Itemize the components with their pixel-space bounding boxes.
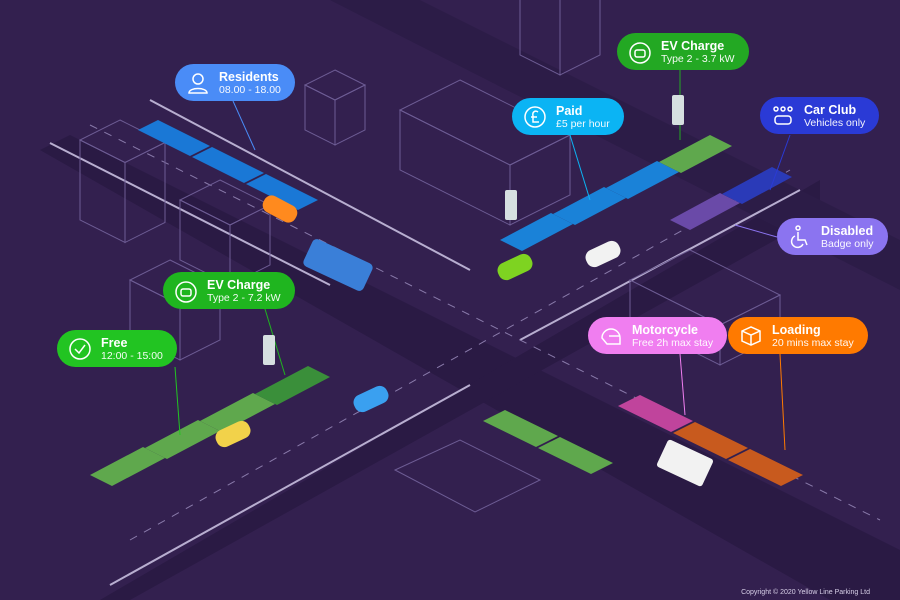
building-left-tall-side [124,141,166,244]
wheelchair-icon [787,224,813,250]
motorcycle-loading-bay [728,449,803,486]
label-title: EV Charge [207,277,271,292]
free-ev-bay [255,366,330,405]
label-title: Loading [772,322,821,337]
resident-bay [192,147,264,183]
vehicles [215,95,714,487]
paid-bay [500,213,573,251]
label-title: Disabled [821,223,874,238]
leader-line [769,134,791,191]
leader-line [679,353,686,416]
leader-line [734,224,778,238]
free-ev-bay [200,393,275,432]
building-small-roof [303,69,367,101]
road-nw-se [40,135,900,600]
person-icon [185,70,211,96]
label-subtitle: 08.00 - 18.00 [219,83,281,96]
free-ev-bay [90,447,165,486]
ev-plug-icon [627,39,653,65]
leader-line [779,353,786,451]
label-subtitle: Free 2h max stay [632,336,714,349]
label-paid: Paid£5 per hour [512,98,624,135]
green-car [497,253,533,281]
paid-bay [659,135,732,173]
parking-bays [90,120,803,486]
label-leader-lines [174,70,791,451]
road-back [330,0,900,290]
building-small-side [334,84,366,146]
copyright-text: Copyright © 2020 Yellow Line Parking Ltd [741,589,870,596]
label-subtitle: Badge only [821,237,874,250]
label-title: Motorcycle [632,322,698,337]
box-icon [738,323,764,349]
park-outline [393,439,542,513]
ev-plug-icon [173,278,199,304]
charger-left [263,335,275,365]
white-car [585,240,621,268]
paid-bay [553,187,626,225]
helmet-icon [598,323,624,349]
paid-bay [606,161,679,199]
bus [303,239,373,291]
building-office-front [399,109,511,226]
pound-icon [522,104,548,130]
leader-line [174,366,181,436]
label-subtitle: Vehicles only [804,116,866,129]
label-subtitle: Type 2 - 7.2 kW [207,291,281,304]
road-center-dash [129,169,791,541]
building-tower-side [559,0,601,76]
leader-line [232,100,256,151]
resident-bay [246,174,318,210]
motorcycle-loading-bay [673,422,748,459]
label-title: Car Club [804,102,857,117]
free-bay-right [538,437,613,474]
label-title: Paid [556,103,583,118]
orange-car [262,195,298,223]
resident-bay [138,120,210,156]
car-club-disabled-bay [670,193,740,230]
checkmark-icon [67,336,93,362]
free-bay-right [483,410,558,447]
building-left-mid-side [229,204,271,286]
label-title: EV Charge [661,38,725,53]
road-kerb-line [109,384,471,586]
label-subtitle: Type 2 - 3.7 kW [661,52,735,65]
label-title: Residents [219,69,279,84]
motorcycle-loading-bay [618,395,693,432]
label-subtitle: 20 mins max stay [772,336,854,349]
label-title: Free [101,335,128,350]
free-ev-bay [145,420,220,459]
road-kerb-line [149,99,471,271]
leader-line [569,134,591,201]
charger-ev [672,95,684,125]
label-subtitle: £5 per hour [556,117,610,130]
building-small-front [304,84,336,146]
blue-car [353,385,389,413]
road-kerb-line [49,142,331,286]
label-subtitle: 12:00 - 15:00 [101,349,163,362]
yellow-car [215,420,251,448]
lorry [656,439,714,487]
car-club-icon [770,103,796,129]
charger-top [505,190,517,220]
